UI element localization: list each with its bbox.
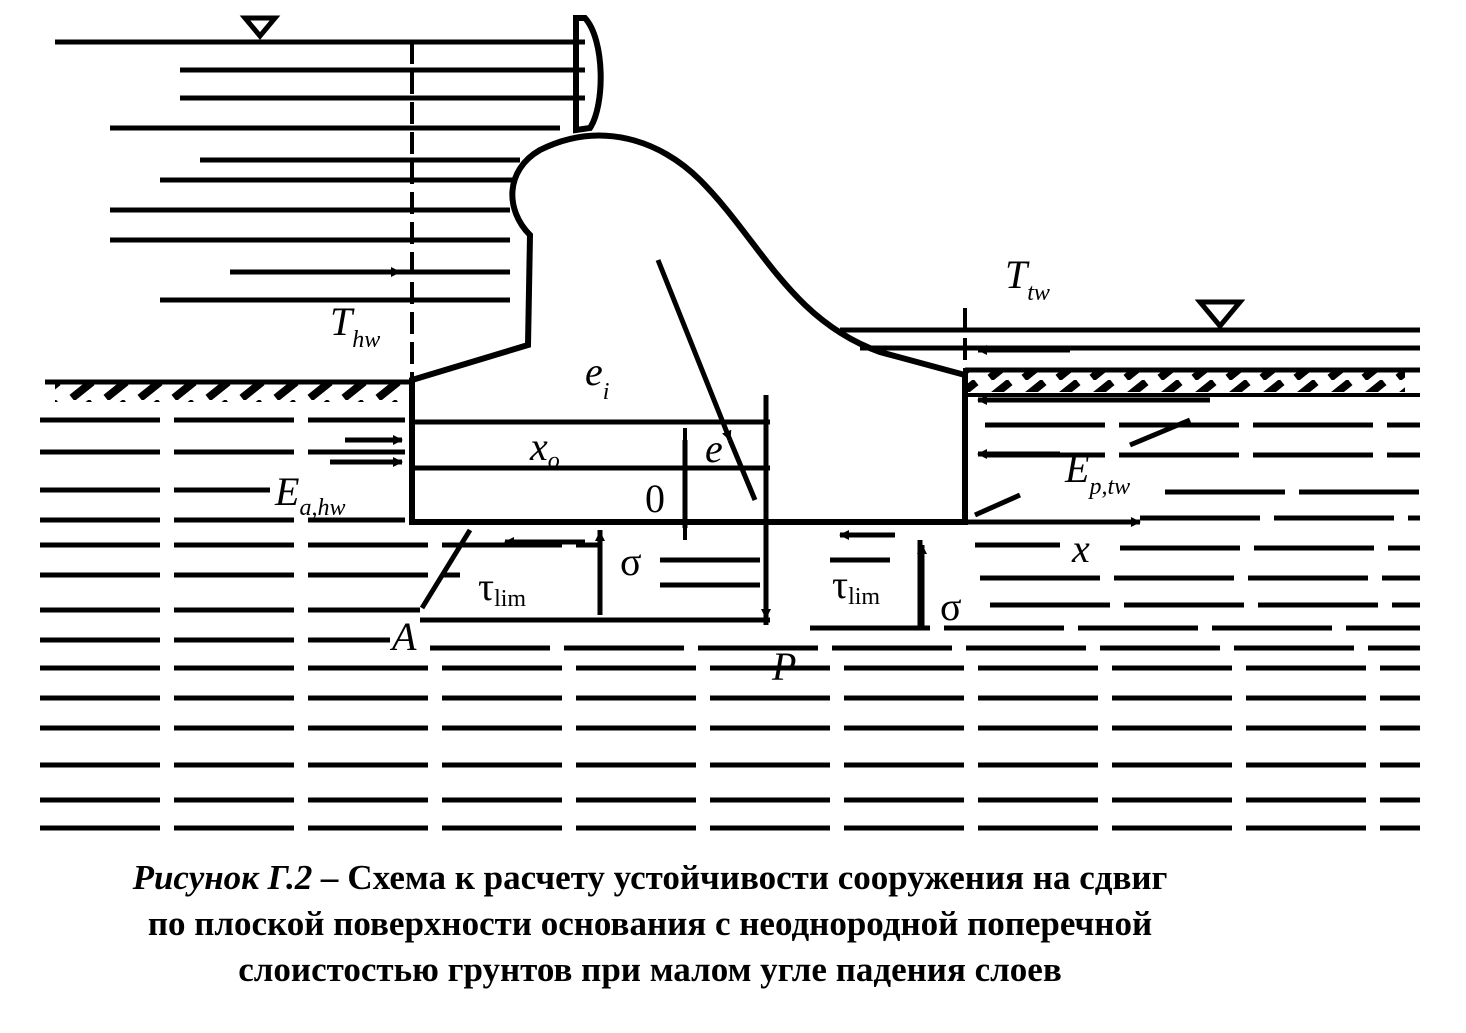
caption-line-3: слоистостью грунтов при малом угле паден… (238, 950, 1062, 989)
resultant-force-arrow (655, 259, 733, 441)
label-tau-lim-left: τlim (478, 564, 526, 612)
label-t-hw: Thw (330, 299, 380, 353)
label-point-a: A (389, 614, 417, 659)
figure-caption: Рисунок Г.2 – Схема к расчету устойчивос… (0, 855, 1300, 993)
label-tau-lim-right: τlim (832, 562, 880, 610)
caption-prefix: Рисунок Г.2 – (132, 858, 339, 897)
upstream-ground-surface (45, 379, 412, 402)
label-e-a-hw: Ea,hw (274, 469, 345, 521)
caption-line-2: по плоской поверхности основания с неодн… (147, 904, 1153, 943)
crest-gate (573, 15, 604, 134)
label-x-o: xo (529, 424, 560, 474)
soil-layer-lines (40, 417, 1420, 831)
downstream-ground-surface (965, 367, 1420, 397)
resultant-extension (727, 439, 758, 501)
label-e-p-tw: Ep,tw (1064, 446, 1130, 500)
label-sigma-left: σ (620, 539, 642, 584)
tailwater-level-icon (1194, 299, 1246, 330)
e-p-tw-lead (973, 492, 1022, 518)
label-e-i: ei (585, 349, 609, 405)
headwater-water-lines (55, 39, 585, 303)
label-t-tw: Ttw (1005, 252, 1050, 306)
caption-line-1-text: Схема к расчету устойчивости сооружения … (338, 858, 1168, 897)
force-arrows (320, 259, 1210, 628)
e-p-tw-lead-2 (1129, 417, 1191, 448)
caption-line-1: Рисунок Г.2 – Схема к расчету устойчивос… (0, 855, 1300, 901)
label-zero: 0 (645, 476, 665, 521)
headwater-level-icon (239, 15, 281, 40)
label-x: x (1071, 526, 1090, 571)
label-e: e (705, 426, 723, 471)
label-sigma-right: σ (940, 584, 962, 629)
tailwater-water-lines (840, 327, 1420, 351)
label-point-p: P (771, 644, 796, 689)
shear-stability-diagram: Thw Ttw ei xo e 0 Ea,hw Ep,tw x τlim τli… (40, 15, 1420, 831)
